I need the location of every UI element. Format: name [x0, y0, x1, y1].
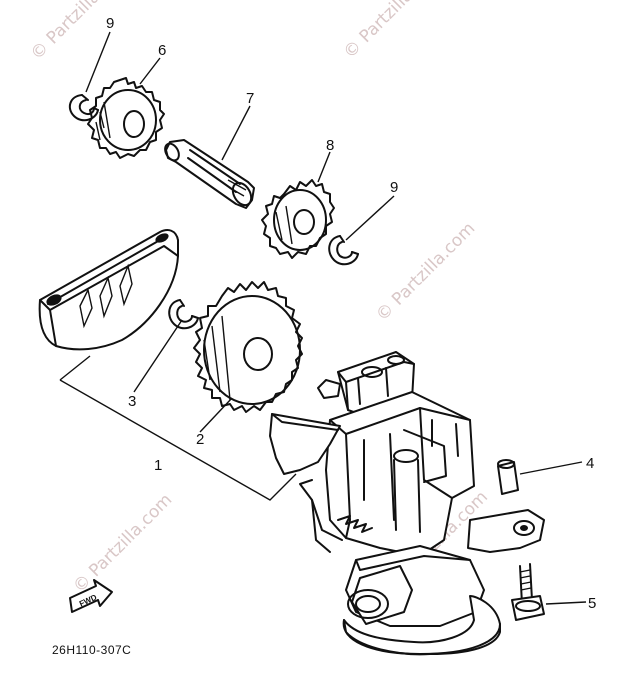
bolt-part-5	[511, 563, 545, 621]
circlip-part-9-right	[328, 235, 359, 266]
oil-pump-body	[269, 351, 545, 656]
circlip-part-9-top	[68, 94, 99, 122]
callout-9-right: 9	[390, 179, 398, 196]
callout-1: 1	[154, 457, 162, 474]
callout-8: 8	[326, 137, 334, 154]
watermark-right-middle: © Partzilla.com	[372, 219, 479, 326]
callout-5: 5	[588, 595, 596, 612]
callout-labels: 9 6 7 8 9 3 2 1 4 5	[106, 15, 596, 612]
callout-6: 6	[158, 42, 166, 59]
strainer-cover-part-1	[38, 229, 179, 351]
gear-part-6	[87, 77, 165, 159]
watermark-left-bottom: © Partzilla.com	[69, 490, 176, 597]
circlip-part-3	[168, 299, 199, 330]
watermark-top-right: © Partzilla.com	[340, 0, 447, 63]
diagram-code: 26H110-307C	[52, 643, 131, 657]
callout-3: 3	[128, 393, 136, 410]
callout-7: 7	[246, 90, 254, 107]
callout-4: 4	[586, 455, 594, 472]
leader-lines	[59, 31, 587, 605]
shaft-part-7	[164, 139, 255, 209]
watermark-top-left: © Partzilla.com	[27, 0, 134, 64]
callout-9-top: 9	[106, 15, 114, 32]
callout-2: 2	[196, 431, 204, 448]
gear-part-2	[193, 281, 303, 413]
dowel-pin-part-4	[497, 459, 519, 495]
gear-part-8	[261, 179, 335, 259]
